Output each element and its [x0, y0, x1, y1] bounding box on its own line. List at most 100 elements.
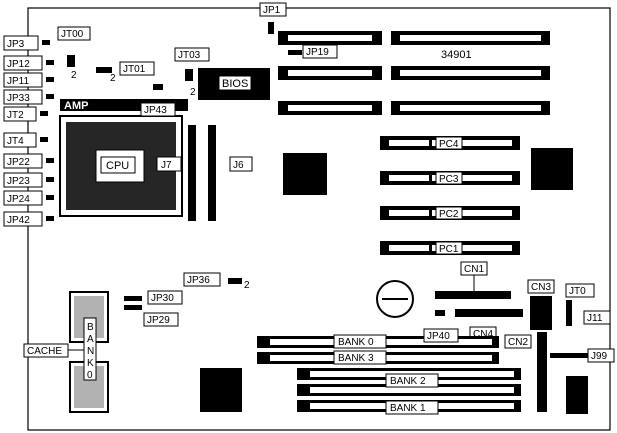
svg-text:JP40: JP40: [427, 331, 450, 342]
jp30-pins: [124, 296, 142, 301]
jt01-pins: [96, 67, 112, 73]
svg-text:CACHE: CACHE: [27, 346, 62, 357]
bank-letter-0: 0: [87, 370, 93, 381]
board-number: 34901: [441, 49, 472, 61]
svg-text:JP33: JP33: [7, 93, 30, 104]
svg-text:J11: J11: [587, 313, 603, 324]
svg-text:JP1: JP1: [263, 5, 281, 16]
cn1-header: [435, 291, 511, 299]
svg-text:JP11: JP11: [7, 76, 29, 87]
jp29-pins: [124, 305, 142, 310]
svg-text:PC4: PC4: [439, 139, 459, 150]
svg-text:JT4: JT4: [7, 136, 24, 147]
svg-text:CN4: CN4: [473, 329, 493, 340]
jt00-pins: [67, 55, 75, 67]
svg-text:JT0: JT0: [569, 286, 586, 297]
j6-header: [208, 125, 216, 221]
bank-3-label: BANK 3: [333, 350, 387, 365]
j7-header: [188, 125, 196, 221]
jp30-label: JP30: [147, 290, 183, 305]
svg-text:PC2: PC2: [439, 209, 459, 220]
jp43-pins: [153, 84, 163, 90]
chip-center: [283, 153, 327, 195]
jt01-pin-number: 2: [110, 73, 116, 84]
cpu-label: CPU: [100, 156, 136, 174]
jp36-pin-number: 2: [244, 280, 250, 291]
cn3-header: [530, 296, 552, 330]
bank-letter-n: N: [87, 346, 94, 357]
svg-text:JP19: JP19: [306, 47, 329, 58]
svg-text:BANK 3: BANK 3: [338, 353, 374, 364]
jt01-label: JT01: [119, 61, 155, 76]
jt0-label: JT0: [565, 283, 595, 298]
jt03-pin-number: 2: [190, 87, 196, 98]
pci-slot-3: PC3: [435, 171, 463, 185]
chip-bottom: [200, 368, 242, 412]
pci-slot-1: PC1: [435, 241, 463, 255]
jt00-pin-number: 2: [71, 70, 77, 81]
bank-letter-a: A: [87, 334, 94, 345]
jp29-label: JP29: [143, 312, 179, 327]
cn2-label: CN2: [504, 334, 532, 349]
left-edge-pins: [40, 40, 54, 221]
svg-text:CN2: CN2: [508, 337, 528, 348]
bank-letter-b: B: [87, 322, 94, 333]
svg-text:JP22: JP22: [7, 157, 30, 168]
svg-text:JP23: JP23: [7, 176, 30, 187]
bank-0-label: BANK 0: [333, 334, 387, 349]
jp40-pins: [435, 310, 445, 316]
jp40-label: JP40: [423, 328, 459, 343]
svg-text:CPU: CPU: [106, 160, 129, 172]
bios-label: BIOS: [218, 75, 252, 91]
jp43-label: JP43: [140, 102, 176, 117]
svg-text:JP42: JP42: [7, 215, 30, 226]
svg-text:JT03: JT03: [178, 50, 201, 61]
j99-label: J99: [587, 348, 615, 363]
isa-slots: [278, 31, 550, 115]
j6-label: J6: [229, 156, 253, 172]
svg-text:JP30: JP30: [151, 293, 174, 304]
jp1-pins: [268, 22, 274, 34]
jt0-pins: [566, 300, 572, 326]
pci-slot-4: PC4: [435, 136, 463, 150]
svg-text:J99: J99: [591, 351, 608, 362]
jp1-label: JP1: [259, 2, 287, 17]
j99-pins: [550, 353, 590, 358]
bank-letter-k: K: [87, 358, 94, 369]
svg-text:JT2: JT2: [7, 110, 24, 121]
left-jumpers: JP3 JP12 JP11 JP33 JT2 JT4 JP22 JP23 JP2…: [3, 35, 43, 227]
svg-text:J6: J6: [233, 160, 244, 171]
svg-text:CN3: CN3: [531, 282, 551, 293]
svg-text:BIOS: BIOS: [222, 78, 248, 90]
j7-label: J7: [156, 156, 182, 172]
svg-text:JT00: JT00: [61, 29, 84, 40]
cn1-label: CN1: [460, 261, 488, 276]
svg-text:JP43: JP43: [144, 105, 167, 116]
j11-label: J11: [583, 310, 611, 325]
jt03-pins: [185, 69, 193, 81]
svg-text:BANK 0: BANK 0: [338, 337, 374, 348]
jt03-label: JT03: [174, 47, 210, 62]
bank-2-label: BANK 2: [385, 373, 439, 388]
svg-text:PC1: PC1: [439, 244, 459, 255]
svg-text:BANK 1: BANK 1: [390, 403, 426, 414]
svg-text:JP36: JP36: [187, 275, 210, 286]
cn2-connector: [537, 332, 547, 412]
svg-text:JP29: JP29: [147, 315, 170, 326]
svg-text:JP12: JP12: [7, 59, 30, 70]
cache-label: CACHE: [23, 343, 69, 358]
pci-slot-2: PC2: [435, 206, 463, 220]
svg-text:JP24: JP24: [7, 194, 30, 205]
jt00-label: JT00: [57, 26, 91, 41]
chip-right: [531, 148, 573, 190]
cn4-header: [455, 309, 523, 317]
svg-text:JT01: JT01: [123, 64, 146, 75]
cache-modules: [69, 291, 109, 413]
svg-text:CN1: CN1: [464, 264, 484, 275]
svg-text:J7: J7: [161, 160, 172, 171]
svg-text:PC3: PC3: [439, 174, 459, 185]
jp36-label: JP36: [183, 272, 221, 287]
cn3-label: CN3: [527, 279, 555, 294]
jp19-pins: [288, 50, 302, 55]
